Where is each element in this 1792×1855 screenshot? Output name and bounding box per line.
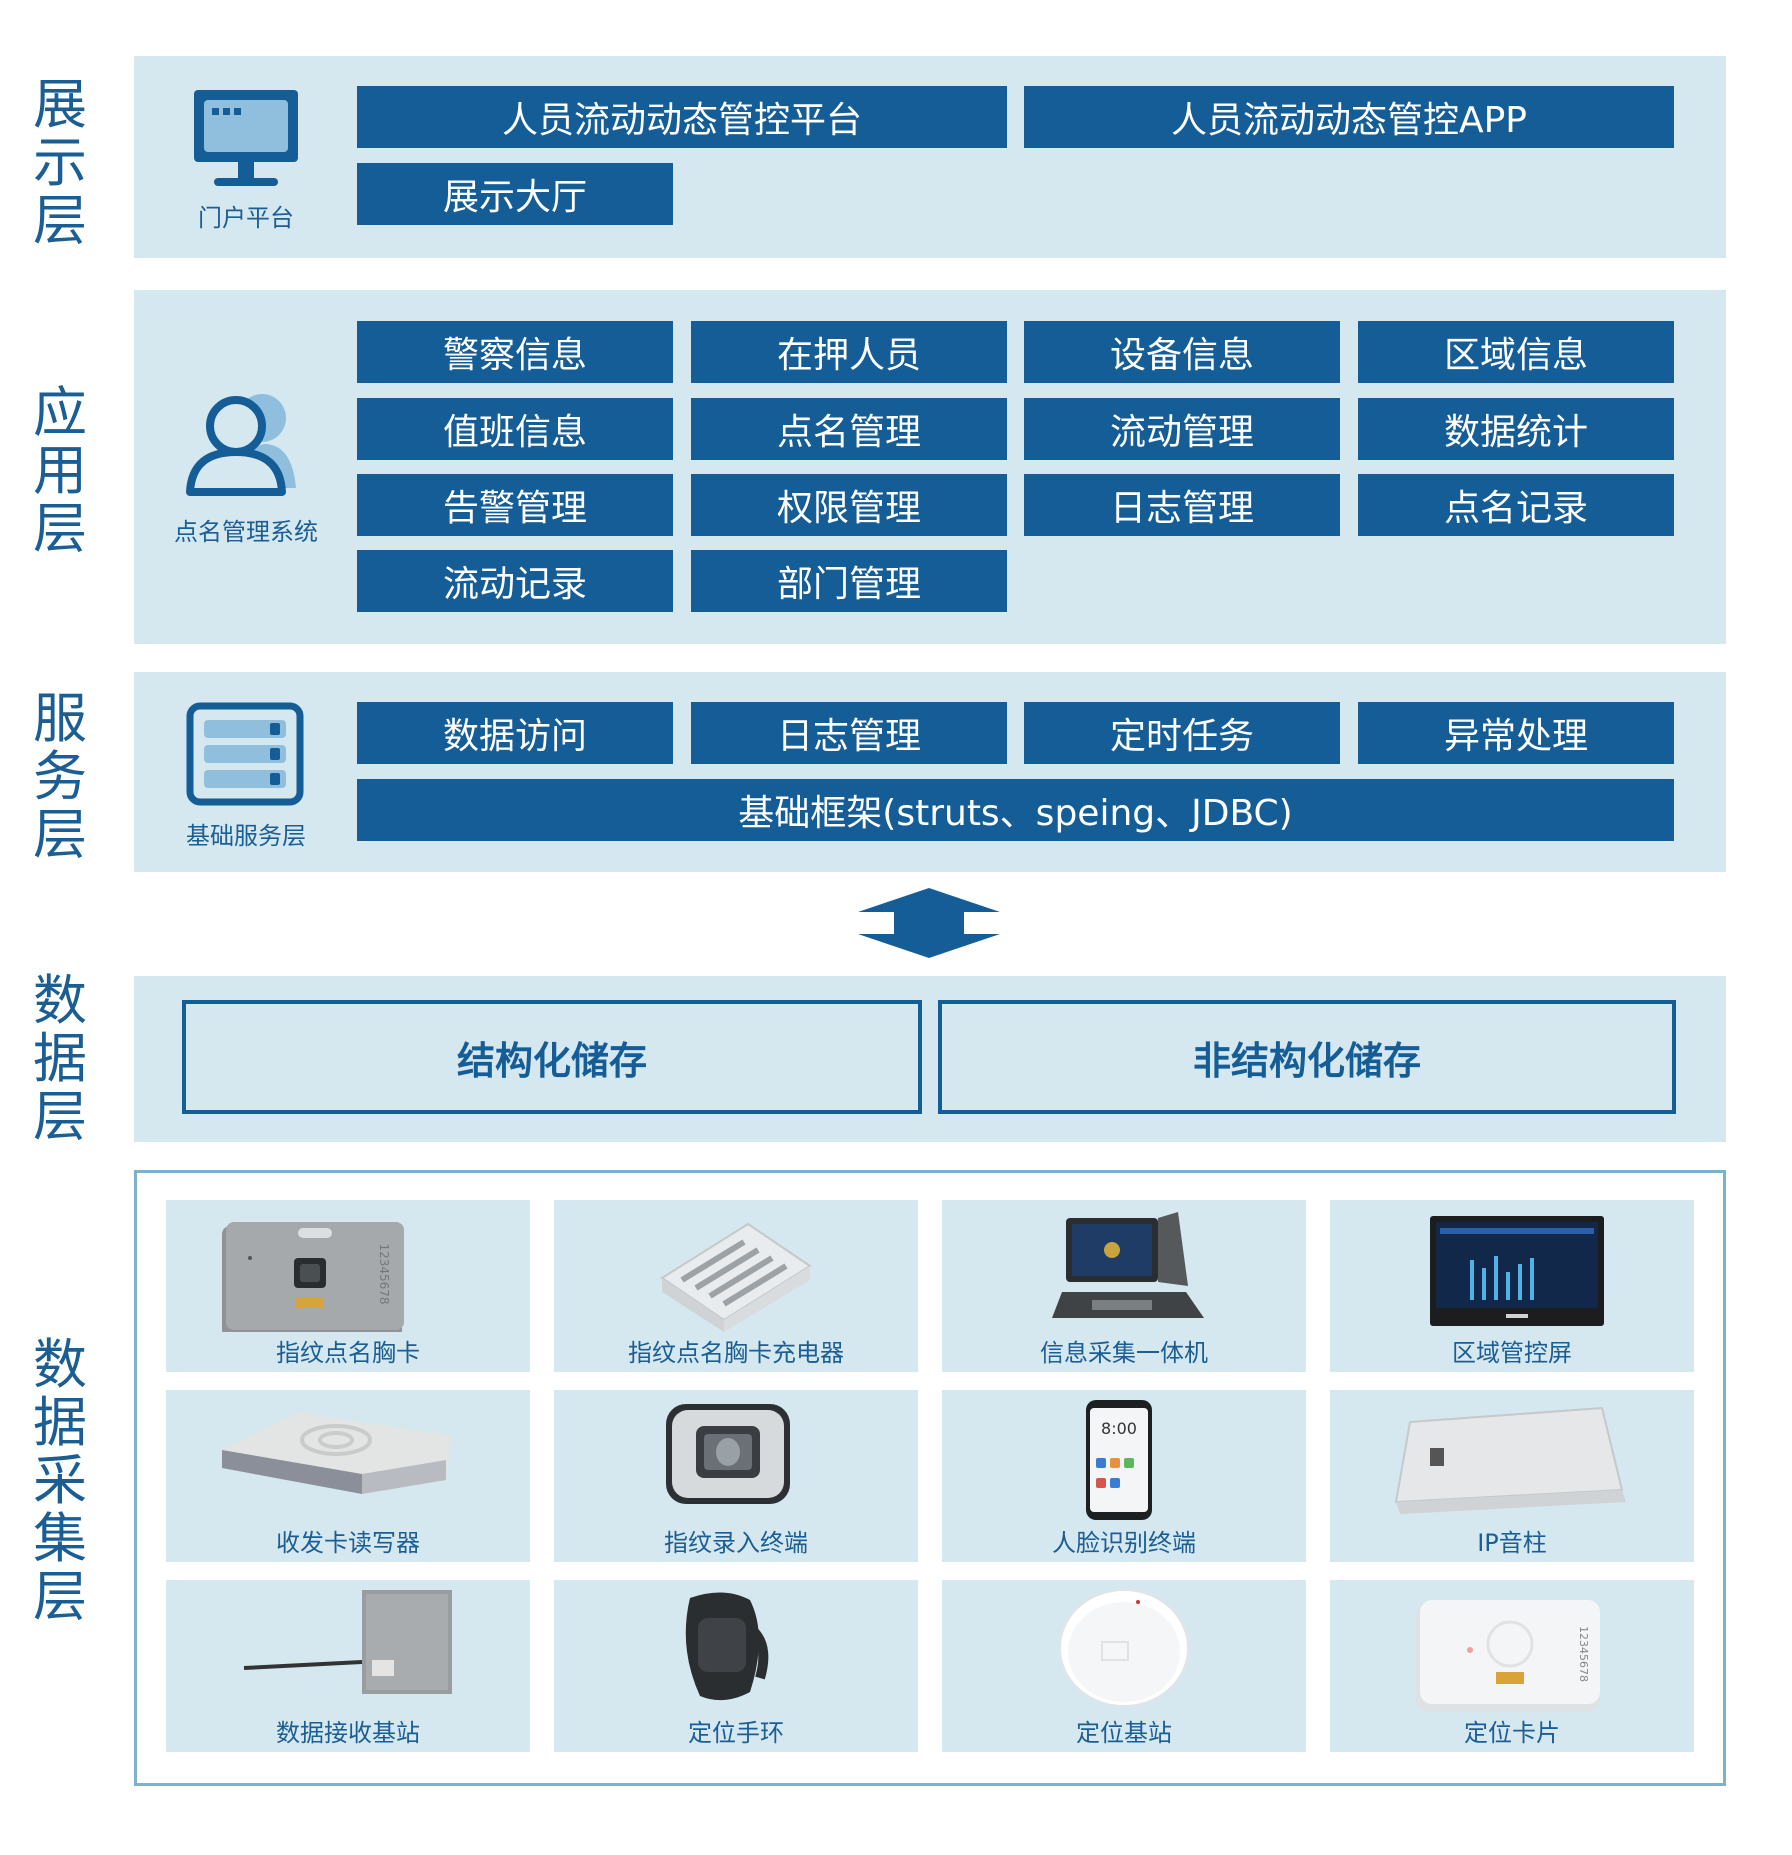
display-box-hall[interactable]: 展示大厅 bbox=[357, 163, 673, 225]
device-name: 数据接收基站 bbox=[276, 1719, 420, 1747]
app-box[interactable]: 告警管理 bbox=[357, 474, 673, 536]
app-box[interactable]: 部门管理 bbox=[691, 550, 1007, 612]
layer-label-service: 服 务 层 bbox=[33, 687, 87, 866]
server-icon bbox=[186, 702, 304, 806]
service-icon-caption: 基础服务层 bbox=[186, 822, 306, 850]
device-name: 信息采集一体机 bbox=[1040, 1339, 1208, 1367]
app-box[interactable]: 值班信息 bbox=[357, 398, 673, 460]
app-box[interactable]: 点名记录 bbox=[1358, 474, 1674, 536]
card-reader-icon bbox=[222, 1412, 452, 1494]
app-box[interactable]: 设备信息 bbox=[1024, 321, 1340, 383]
app-box[interactable]: 数据统计 bbox=[1358, 398, 1674, 460]
app-box[interactable]: 流动管理 bbox=[1024, 398, 1340, 460]
device-name: 指纹录入终端 bbox=[664, 1529, 808, 1557]
layer-label-application: 应 用 层 bbox=[33, 381, 87, 560]
charger-dock-icon bbox=[660, 1222, 812, 1332]
display-box-platform[interactable]: 人员流动动态管控平台 bbox=[357, 86, 1007, 148]
device-cell[interactable]: 区域管控屏 bbox=[1330, 1200, 1694, 1372]
service-box-data-access[interactable]: 数据访问 bbox=[357, 702, 673, 764]
app-box[interactable]: 日志管理 bbox=[1024, 474, 1340, 536]
service-box-timer[interactable]: 定时任务 bbox=[1024, 702, 1340, 764]
face-recognition-phone-icon: 8:00 bbox=[1086, 1400, 1152, 1520]
app-box[interactable]: 区域信息 bbox=[1358, 321, 1674, 383]
device-cell[interactable]: 12345678 指纹点名胸卡 bbox=[166, 1200, 530, 1372]
layer-label-collection: 数 据 采 集 层 bbox=[33, 1333, 87, 1628]
device-name: 收发卡读写器 bbox=[276, 1529, 420, 1557]
double-arrow-icon bbox=[858, 888, 1000, 958]
device-cell[interactable]: 8:00 人脸识别终端 bbox=[942, 1390, 1306, 1562]
card-serial: 12345678 bbox=[1577, 1626, 1590, 1682]
user-icon bbox=[186, 394, 296, 496]
ip-speaker-column-icon bbox=[1394, 1406, 1626, 1514]
service-box-exception[interactable]: 异常处理 bbox=[1358, 702, 1674, 764]
locator-card-icon: 12345678 bbox=[1416, 1600, 1600, 1712]
display-box-app[interactable]: 人员流动动态管控APP bbox=[1024, 86, 1674, 148]
display-icon-caption: 门户平台 bbox=[198, 204, 294, 232]
kiosk-terminal-icon bbox=[1052, 1212, 1204, 1318]
device-cell[interactable]: 指纹点名胸卡充电器 bbox=[554, 1200, 918, 1372]
fingerprint-badge-icon: 12345678 bbox=[222, 1222, 404, 1332]
unstructured-storage[interactable]: 非结构化储存 bbox=[938, 1000, 1676, 1114]
control-screen-icon bbox=[1430, 1216, 1604, 1326]
application-icon-caption: 点名管理系统 bbox=[174, 518, 318, 546]
device-name: 指纹点名胸卡 bbox=[276, 1339, 420, 1367]
app-box[interactable]: 权限管理 bbox=[691, 474, 1007, 536]
device-cell[interactable]: 定位手环 bbox=[554, 1580, 918, 1752]
device-cell[interactable]: 数据接收基站 bbox=[166, 1580, 530, 1752]
locator-base-station-icon bbox=[1059, 1589, 1189, 1707]
device-name: 定位卡片 bbox=[1464, 1719, 1560, 1747]
device-name: IP音柱 bbox=[1477, 1529, 1547, 1557]
badge-serial: 12345678 bbox=[377, 1243, 391, 1304]
device-name: 定位手环 bbox=[688, 1719, 784, 1747]
locator-wristband-icon bbox=[685, 1592, 769, 1701]
device-cell[interactable]: 指纹录入终端 bbox=[554, 1390, 918, 1562]
app-box[interactable]: 点名管理 bbox=[691, 398, 1007, 460]
device-cell[interactable]: 12345678 定位卡片 bbox=[1330, 1580, 1694, 1752]
device-cell[interactable]: 信息采集一体机 bbox=[942, 1200, 1306, 1372]
structured-storage[interactable]: 结构化储存 bbox=[182, 1000, 922, 1114]
device-cell[interactable]: 收发卡读写器 bbox=[166, 1390, 530, 1562]
app-box[interactable]: 流动记录 bbox=[357, 550, 673, 612]
device-name: 指纹点名胸卡充电器 bbox=[628, 1339, 844, 1367]
service-box-framework[interactable]: 基础框架(struts、speing、JDBC) bbox=[357, 779, 1674, 841]
app-box[interactable]: 警察信息 bbox=[357, 321, 673, 383]
layer-label-display: 展 示 层 bbox=[33, 73, 87, 252]
layer-label-data: 数 据 层 bbox=[33, 969, 87, 1148]
fingerprint-scanner-icon bbox=[666, 1404, 790, 1504]
monitor-icon bbox=[194, 90, 298, 186]
device-name: 人脸识别终端 bbox=[1052, 1529, 1196, 1557]
device-cell[interactable]: 定位基站 bbox=[942, 1580, 1306, 1752]
device-name: 定位基站 bbox=[1076, 1719, 1172, 1747]
device-name: 区域管控屏 bbox=[1452, 1339, 1572, 1367]
phone-clock: 8:00 bbox=[1101, 1419, 1137, 1438]
app-box[interactable]: 在押人员 bbox=[691, 321, 1007, 383]
base-station-icon bbox=[243, 1590, 452, 1694]
service-box-log[interactable]: 日志管理 bbox=[691, 702, 1007, 764]
device-cell[interactable]: IP音柱 bbox=[1330, 1390, 1694, 1562]
